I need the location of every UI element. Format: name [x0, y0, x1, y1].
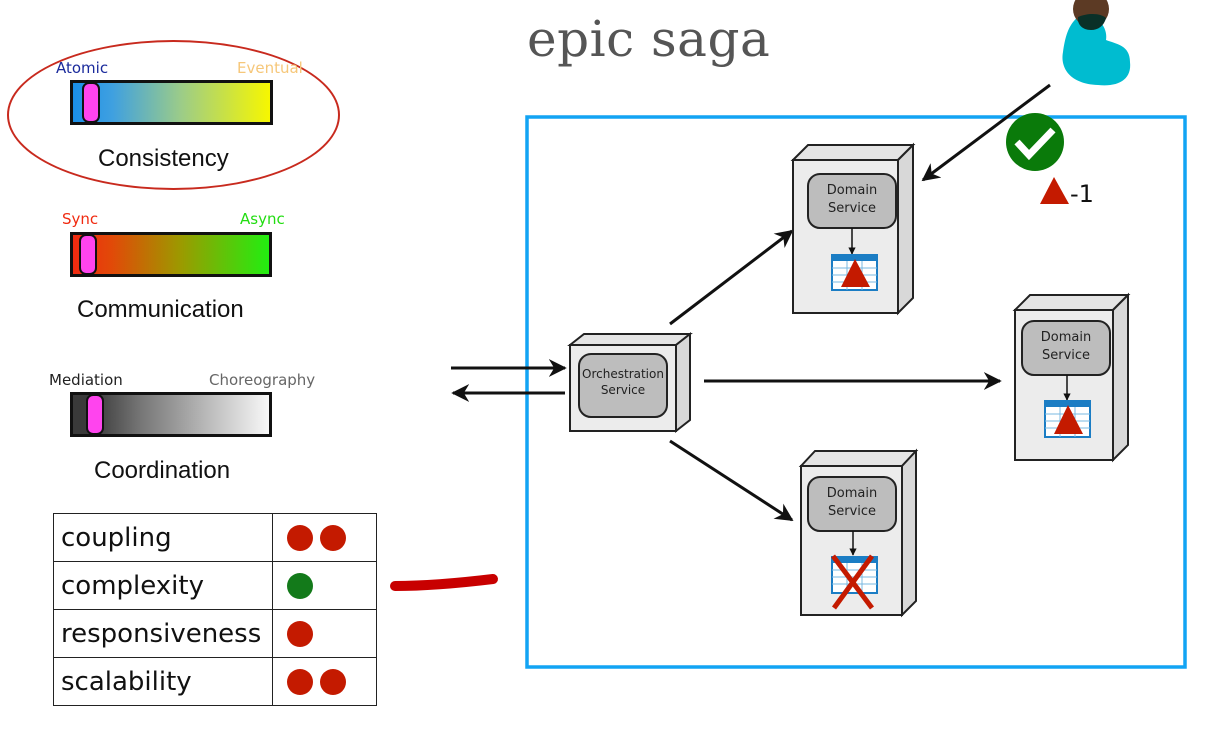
counter-triangle-icon	[1040, 177, 1069, 204]
tradeoff-rating	[272, 657, 377, 706]
communication-right-label: Async	[240, 210, 285, 228]
domain-server-1[interactable]	[790, 142, 916, 316]
user-arrow	[921, 83, 1051, 182]
communication-left-label: Sync	[62, 210, 99, 228]
tradeoff-name: scalability	[53, 657, 273, 706]
arrow-to-service-1	[669, 229, 794, 326]
coordination-left-label: Mediation	[49, 371, 123, 389]
tradeoff-row: scalability	[53, 657, 377, 706]
tradeoff-name: coupling	[53, 513, 273, 562]
rating-dot-icon	[287, 669, 313, 695]
tradeoff-rating	[272, 513, 377, 562]
consistency-title: Consistency	[98, 145, 229, 172]
failed-x-icon	[831, 554, 875, 610]
arrow-to-service-3	[669, 439, 794, 522]
pending-change-triangle-icon-2	[1054, 405, 1083, 434]
service-2-label: Domain Service	[1022, 329, 1110, 365]
tradeoff-row: coupling	[53, 513, 377, 562]
communication-slider-knob[interactable]	[79, 234, 97, 275]
service-1-label: Domain Service	[808, 182, 896, 218]
tradeoff-name: responsiveness	[53, 609, 273, 658]
service-1-label-line2: Service	[827, 201, 877, 216]
rating-dot-icon	[287, 525, 313, 551]
tradeoff-row: complexity	[53, 561, 377, 610]
service-2-label-line1: Domain	[1040, 330, 1092, 345]
coordination-right-label: Choreography	[209, 371, 316, 389]
service-3-label: Domain Service	[808, 485, 896, 521]
tradeoff-rating	[272, 609, 377, 658]
service-3-label-line1: Domain	[826, 486, 878, 501]
orchestrator-label-line1: Orchestration	[582, 367, 664, 381]
page-title: epic saga	[527, 10, 771, 68]
orchestrator-label: Orchestration Service	[579, 366, 667, 398]
consistency-slider-knob[interactable]	[82, 82, 100, 123]
service-2-label-line2: Service	[1041, 348, 1091, 363]
coordination-title: Coordination	[94, 457, 231, 484]
communication-title: Communication	[77, 296, 244, 323]
rating-dot-icon	[320, 525, 346, 551]
counter-label: -1	[1070, 180, 1094, 208]
success-check-icon	[1006, 113, 1064, 171]
rating-dot-icon	[287, 621, 313, 647]
pending-change-triangle-icon-1	[841, 259, 870, 287]
consistency-highlight-ellipse	[7, 40, 340, 190]
consistency-spectrum-bar	[70, 80, 273, 125]
user-icon	[1062, 0, 1131, 86]
domain-server-2[interactable]	[1012, 292, 1131, 463]
consistency-right-label: Eventual	[237, 59, 303, 77]
tradeoff-name: complexity	[53, 561, 273, 610]
rating-dot-icon	[287, 573, 313, 599]
communication-spectrum-bar	[70, 232, 272, 277]
service-3-label-line2: Service	[827, 504, 877, 519]
orchestration-server[interactable]	[567, 331, 693, 434]
coordination-spectrum-bar	[70, 392, 272, 437]
coordination-slider-knob[interactable]	[86, 394, 104, 435]
rating-dot-icon	[320, 669, 346, 695]
service-1-label-line1: Domain	[826, 183, 878, 198]
red-marker-stroke	[390, 574, 498, 591]
consistency-left-label: Atomic	[56, 59, 109, 77]
tradeoff-row: responsiveness	[53, 609, 377, 658]
orchestrator-label-line2: Service	[600, 383, 646, 397]
